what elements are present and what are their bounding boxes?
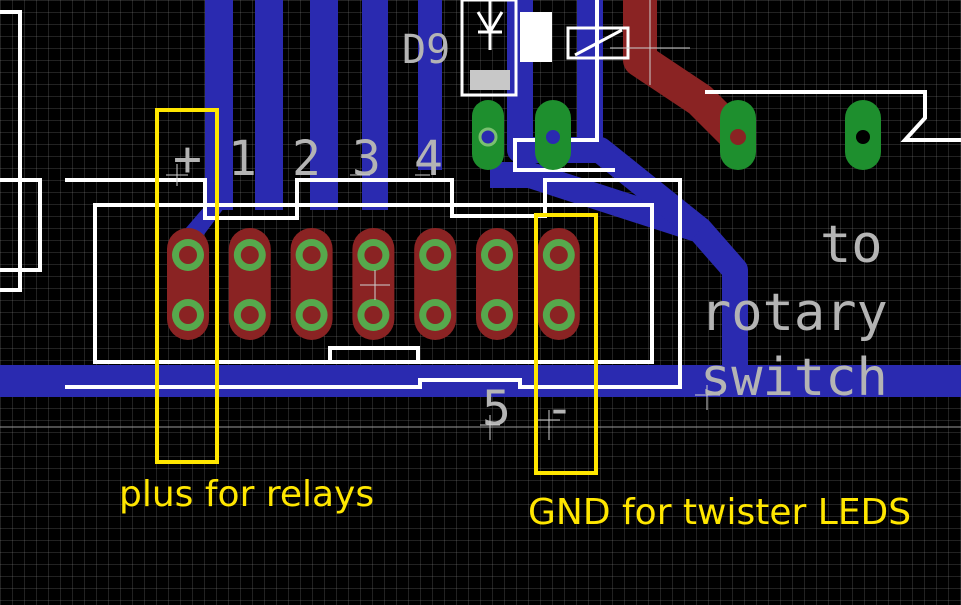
- pin-label-4: 4: [414, 131, 443, 187]
- note-line-switch: switch: [700, 348, 888, 408]
- pin-labels-top: + 1 2 3 4: [173, 131, 443, 187]
- rotary-switch-note: to rotary switch: [700, 215, 888, 408]
- callout-box-gnd: [534, 213, 598, 475]
- callout-plus: plus for relays: [119, 108, 374, 515]
- callout-label-gnd: GND for twister LEDS: [528, 492, 911, 533]
- diode-label: D9: [402, 27, 450, 73]
- header-pin: [290, 228, 333, 340]
- header-pin: [352, 228, 395, 340]
- header-pin: [414, 228, 457, 340]
- header-pin: [476, 228, 518, 340]
- diode-d9: D9: [402, 0, 552, 97]
- note-line-to: to: [820, 215, 883, 275]
- callout-box-plus: [155, 108, 219, 464]
- header-pin: [228, 228, 271, 340]
- left-component-outline: [0, 10, 42, 292]
- pin-label-5: 5: [482, 381, 511, 437]
- origin-markers: [166, 164, 720, 440]
- callout-gnd: GND for twister LEDS: [528, 213, 911, 533]
- top-copper-trace: [623, 0, 748, 148]
- pin-label-3: 3: [352, 131, 381, 187]
- header-outline: [65, 178, 682, 389]
- pin-labels-bottom: 5 -: [482, 381, 574, 437]
- pin-label-1: 1: [228, 131, 257, 187]
- pin-label-minus: -: [545, 381, 574, 437]
- note-line-rotary: rotary: [700, 283, 888, 343]
- header-pin: [537, 228, 580, 340]
- relay-outline: [513, 0, 961, 172]
- callout-label-plus: plus for relays: [119, 474, 374, 515]
- header-pins: [167, 228, 580, 340]
- vias: [472, 100, 881, 170]
- header-pin: [167, 228, 209, 340]
- pin-label-plus: +: [173, 131, 202, 187]
- pin-label-2: 2: [292, 131, 321, 187]
